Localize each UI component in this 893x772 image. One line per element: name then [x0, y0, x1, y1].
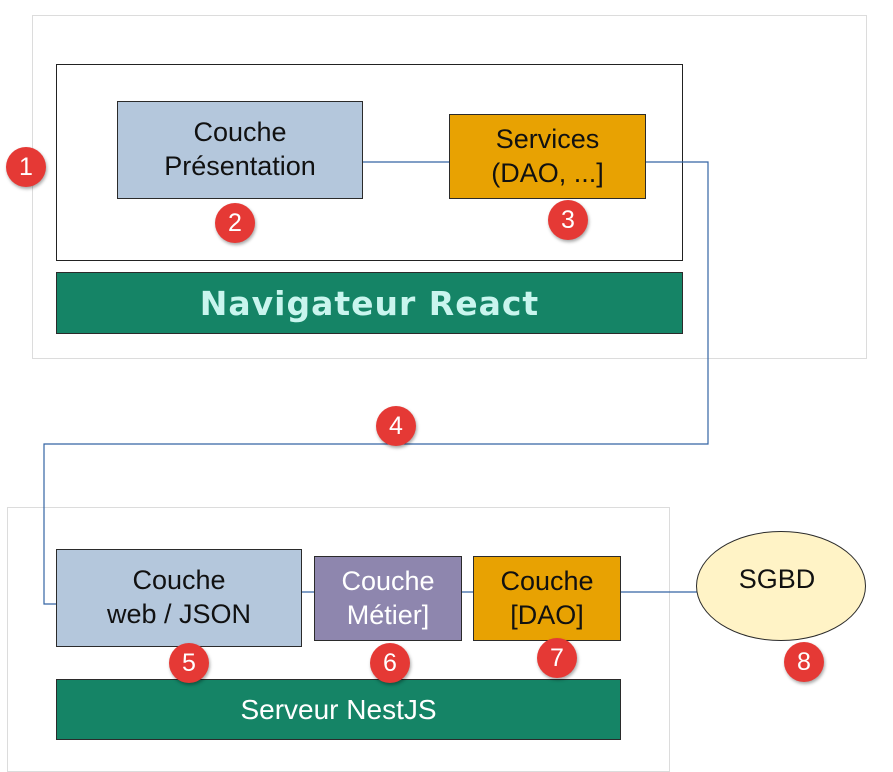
marker-1: 1 — [6, 147, 46, 187]
wire-services-to-server — [43, 161, 709, 605]
marker-6: 6 — [370, 643, 410, 683]
metier-layer-box: Couche Métier] — [314, 556, 462, 641]
database-ellipse: SGBD — [696, 531, 866, 641]
server-nestjs-label: Serveur NestJS — [240, 693, 437, 725]
web-json-layer-box: Couche web / JSON — [56, 549, 302, 647]
browser-react-label: Navigateur React — [199, 283, 540, 323]
database-label: SGBD — [738, 563, 816, 594]
marker-4: 4 — [376, 406, 416, 446]
services-layer-box: Services (DAO, ...] — [449, 114, 646, 199]
presentation-layer-box: Couche Présentation — [117, 101, 363, 199]
marker-8: 8 — [784, 642, 824, 682]
dao-layer-box: Couche [DAO] — [473, 556, 621, 641]
marker-2: 2 — [215, 203, 255, 243]
marker-7: 7 — [537, 638, 577, 678]
marker-3: 3 — [548, 200, 588, 240]
marker-5: 5 — [169, 643, 209, 683]
browser-react-bar: Navigateur React — [56, 272, 683, 334]
server-nestjs-bar: Serveur NestJS — [56, 679, 621, 740]
